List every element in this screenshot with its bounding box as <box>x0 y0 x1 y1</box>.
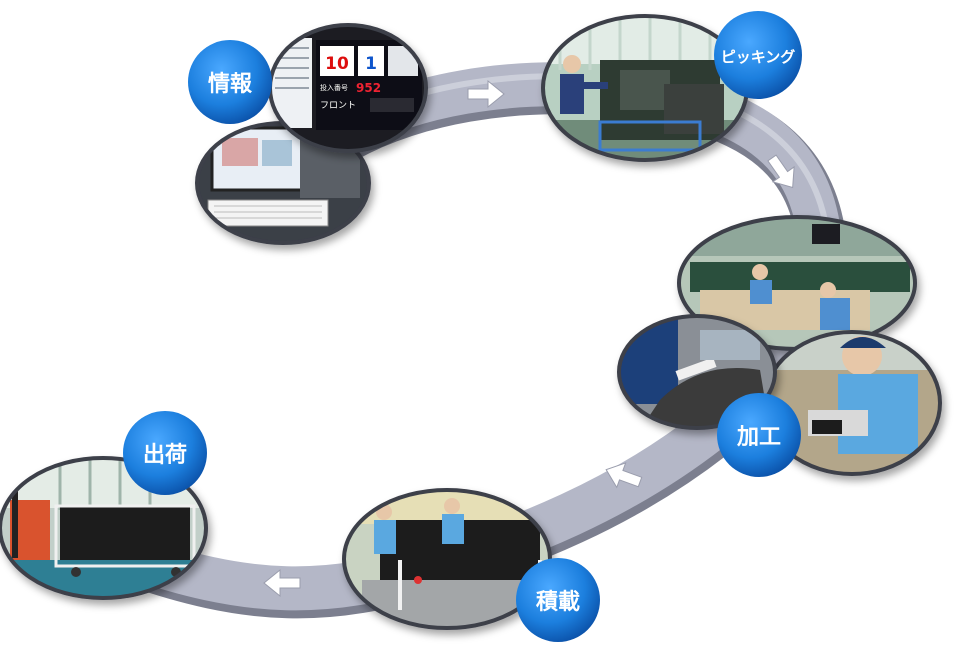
step-label-info: 情報 <box>208 71 253 97</box>
step-badge-shipping: 出荷 <box>123 411 207 495</box>
loading-photo <box>342 488 552 630</box>
step-label-loading: 積載 <box>536 589 580 615</box>
processing-photo-line <box>677 215 917 351</box>
screen-counter-b: 1 <box>365 54 377 74</box>
step-badge-loading: 積載 <box>516 558 600 642</box>
arrow-down-right-icon <box>767 154 795 189</box>
step-label-picking: ピッキング <box>721 48 796 66</box>
arrow-right-icon <box>467 79 505 109</box>
screen-caption-label: 投入番号 <box>320 83 348 92</box>
arrow-left-icon <box>263 568 301 598</box>
step-badge-picking: ピッキング <box>714 11 802 99</box>
shipping-photo <box>0 456 208 600</box>
screen-caption-number: 952 <box>356 81 381 95</box>
step-label-shipping: 出荷 <box>143 443 187 468</box>
picking-photo <box>541 14 749 162</box>
step-label-processing: 加工 <box>736 425 781 450</box>
screen-counter-a: 10 <box>325 54 349 74</box>
screen-position-label: フロント <box>320 101 356 111</box>
arrow-left-icon <box>605 462 643 489</box>
step-badge-processing: 加工 <box>717 393 801 477</box>
step-badge-info: 情報 <box>188 40 272 124</box>
info-photo-screen: 10 1 投入番号 952 フロント <box>268 23 428 153</box>
